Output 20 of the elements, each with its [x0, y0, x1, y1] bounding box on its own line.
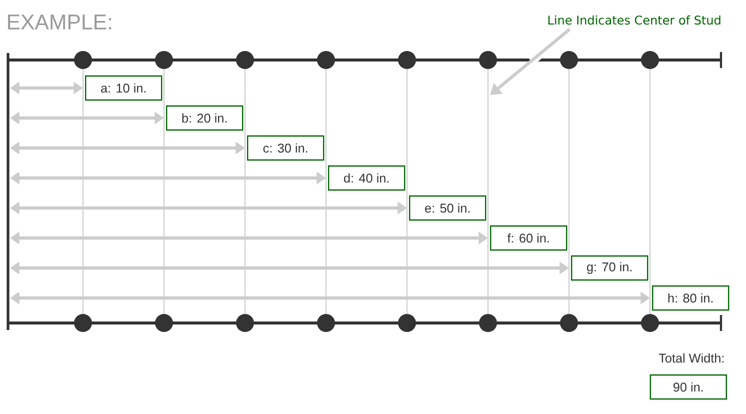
title: EXAMPLE:	[8, 14, 112, 30]
dimension-box: h: 80 in.	[652, 285, 730, 311]
stud-drawing	[74, 51, 92, 332]
dimension-box: b: 20 in.	[166, 105, 244, 131]
dimension-box: e: 50 in.	[409, 195, 486, 221]
stud-drawing	[479, 51, 497, 332]
dimension-box: a: 10 in.	[85, 75, 162, 101]
callout-text: Line Indicates Center of Stud	[548, 15, 720, 25]
dimension-box: g: 70 in.	[571, 255, 648, 281]
stud-drawing	[560, 51, 578, 332]
stud-drawing	[641, 51, 659, 332]
stud-drawing	[317, 51, 335, 332]
stud-drawing	[236, 51, 254, 332]
total-box: 90 in.	[650, 374, 727, 400]
dimension-box: c: 30 in.	[247, 135, 324, 161]
total-label: Total Width:	[658, 353, 724, 363]
dimension-box: f: 60 in.	[490, 225, 568, 251]
stud-drawing	[155, 51, 173, 332]
dimension-box: d: 40 in.	[328, 165, 406, 191]
stud-drawing	[398, 51, 416, 332]
